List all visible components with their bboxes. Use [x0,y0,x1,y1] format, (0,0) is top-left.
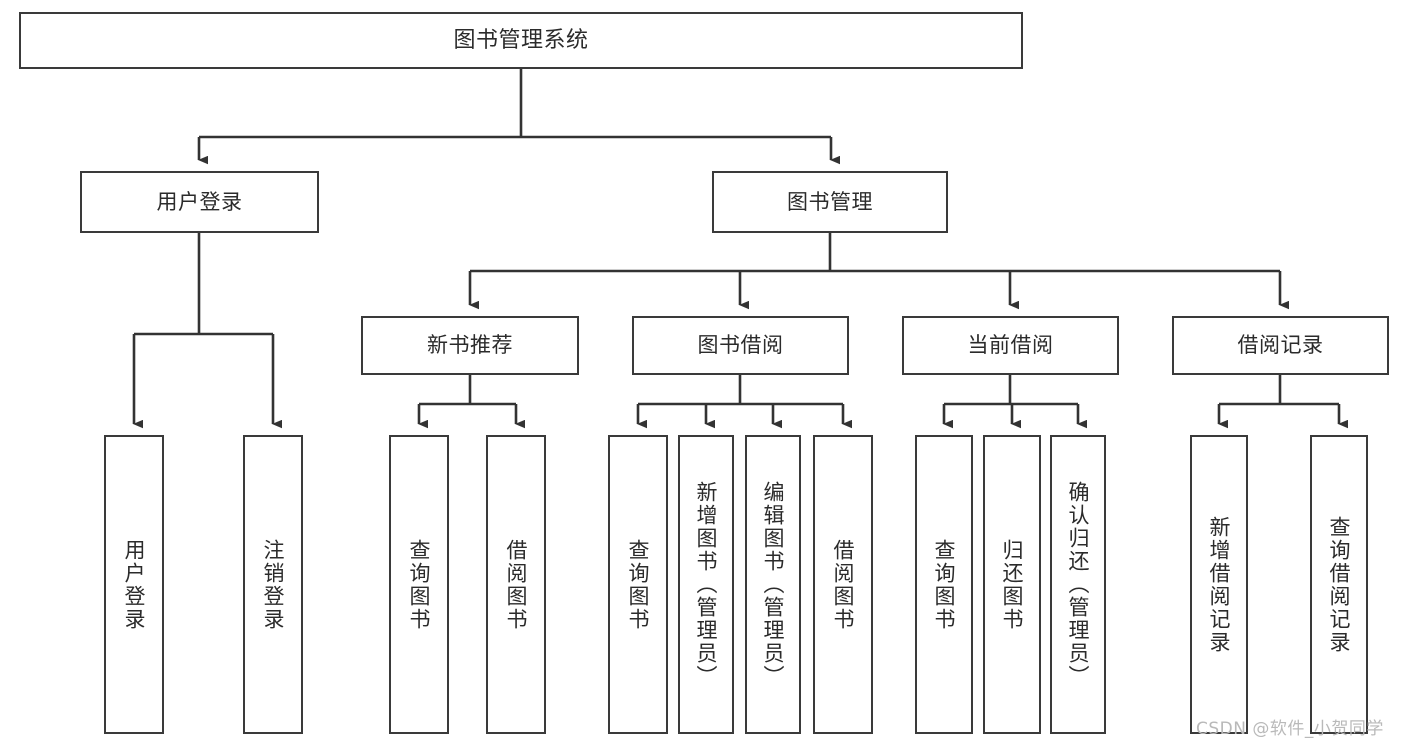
node-leaf-add-book-label: 新增图书（管理员） [694,481,719,688]
node-borrow-record[interactable]: 借阅记录 [1172,316,1389,375]
node-leaf-query-book-2-label: 查询图书 [626,538,651,631]
node-leaf-query-book-1[interactable]: 查询图书 [389,435,449,734]
node-leaf-query-record[interactable]: 查询借阅记录 [1310,435,1368,734]
node-leaf-query-book-1-label: 查询图书 [407,538,432,631]
node-leaf-edit-book[interactable]: 编辑图书（管理员） [745,435,801,734]
node-leaf-add-book[interactable]: 新增图书（管理员） [678,435,734,734]
node-leaf-return-book[interactable]: 归还图书 [983,435,1041,734]
csdn-watermark: CSDN @软件_小贺同学 [1196,719,1384,739]
node-leaf-return-book-label: 归还图书 [1000,538,1025,631]
node-book-manage[interactable]: 图书管理 [712,171,948,233]
node-leaf-borrow-book-2[interactable]: 借阅图书 [813,435,873,734]
node-leaf-borrow-book-1-label: 借阅图书 [504,538,529,631]
node-leaf-borrow-book-2-label: 借阅图书 [831,538,856,631]
node-leaf-logout[interactable]: 注销登录 [243,435,303,734]
node-leaf-query-book-3-label: 查询图书 [932,538,957,631]
node-leaf-confirm-return-label: 确认归还（管理员） [1066,481,1091,688]
node-book-borrow-label: 图书借阅 [697,333,784,358]
node-leaf-add-record[interactable]: 新增借阅记录 [1190,435,1248,734]
node-leaf-user-login[interactable]: 用户登录 [104,435,164,734]
node-root-label: 图书管理系统 [453,27,589,53]
node-leaf-borrow-book-1[interactable]: 借阅图书 [486,435,546,734]
node-book-borrow[interactable]: 图书借阅 [632,316,849,375]
node-current-borrow[interactable]: 当前借阅 [902,316,1119,375]
node-current-borrow-label: 当前借阅 [967,333,1054,358]
node-book-manage-label: 图书管理 [787,189,873,214]
node-leaf-query-book-2[interactable]: 查询图书 [608,435,668,734]
node-user-login-label: 用户登录 [156,189,243,214]
node-leaf-logout-label: 注销登录 [261,538,286,631]
node-new-book-rec-label: 新书推荐 [427,333,513,358]
node-leaf-query-record-label: 查询借阅记录 [1327,515,1352,654]
node-root[interactable]: 图书管理系统 [19,12,1023,69]
node-borrow-record-label: 借阅记录 [1237,333,1324,358]
node-leaf-edit-book-label: 编辑图书（管理员） [761,481,786,688]
node-leaf-query-book-3[interactable]: 查询图书 [915,435,973,734]
node-user-login[interactable]: 用户登录 [80,171,319,233]
node-leaf-user-login-label: 用户登录 [122,538,147,631]
node-new-book-rec[interactable]: 新书推荐 [361,316,579,375]
node-leaf-confirm-return[interactable]: 确认归还（管理员） [1050,435,1106,734]
node-leaf-add-record-label: 新增借阅记录 [1207,515,1232,654]
